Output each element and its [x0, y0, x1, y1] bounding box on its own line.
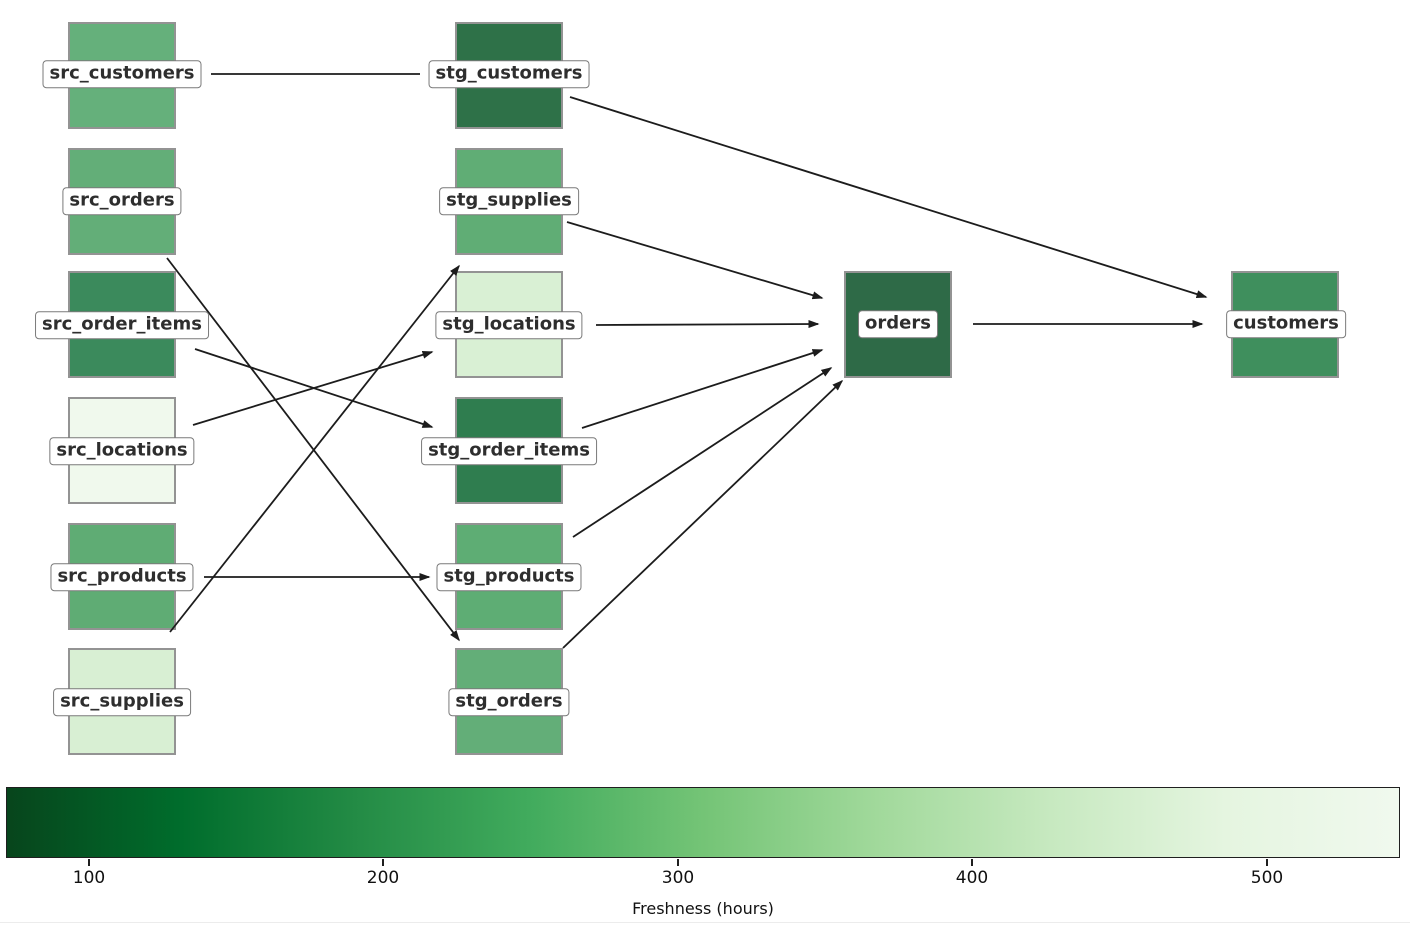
node-label-stg_locations: stg_locations: [435, 311, 583, 339]
node-label-src_products: src_products: [50, 563, 194, 591]
edge-src_orders-stg_orders: [166, 257, 460, 642]
edge-stg_supplies-orders: [566, 221, 824, 300]
edge-stg_order_items-orders: [581, 349, 824, 429]
colorbar-tick-label: 400: [955, 868, 989, 888]
edge-stg_customers-customers: [569, 96, 1208, 298]
node-label-src_supplies: src_supplies: [53, 688, 191, 716]
node-label-customers: customers: [1226, 310, 1346, 338]
node-label-src_order_items: src_order_items: [35, 311, 209, 339]
node-label-src_locations: src_locations: [49, 437, 195, 465]
node-label-stg_supplies: stg_supplies: [439, 187, 579, 215]
node-label-src_customers: src_customers: [42, 60, 202, 88]
colorbar-tick-label: 200: [366, 868, 400, 888]
edge-stg_orders-orders: [562, 379, 844, 649]
node-label-stg_order_items: stg_order_items: [421, 437, 597, 465]
colorbar-tick-mark: [1266, 859, 1268, 866]
colorbar-axis-label: Freshness (hours): [632, 899, 774, 918]
colorbar-gradient: [6, 787, 1400, 858]
node-label-orders: orders: [858, 310, 938, 338]
colorbar-tick-mark: [88, 859, 90, 866]
colorbar-tick-mark: [971, 859, 973, 866]
colorbar-tick-label: 500: [1250, 868, 1284, 888]
colorbar-tick-label: 300: [661, 868, 695, 888]
node-label-src_orders: src_orders: [62, 187, 182, 215]
node-label-stg_products: stg_products: [436, 563, 582, 591]
edge-src_supplies-stg_supplies: [169, 264, 460, 633]
edge-src_locations-stg_locations: [192, 350, 434, 426]
figure-bottom-rule: [0, 922, 1410, 923]
node-label-stg_orders: stg_orders: [448, 688, 570, 716]
edge-stg_products-orders: [572, 367, 833, 538]
colorbar-tick-mark: [382, 859, 384, 866]
colorbar-tick-label: 100: [72, 868, 106, 888]
edge-stg_locations-orders: [595, 320, 820, 329]
colorbar-tick-mark: [677, 859, 679, 866]
node-label-stg_customers: stg_customers: [428, 60, 590, 88]
